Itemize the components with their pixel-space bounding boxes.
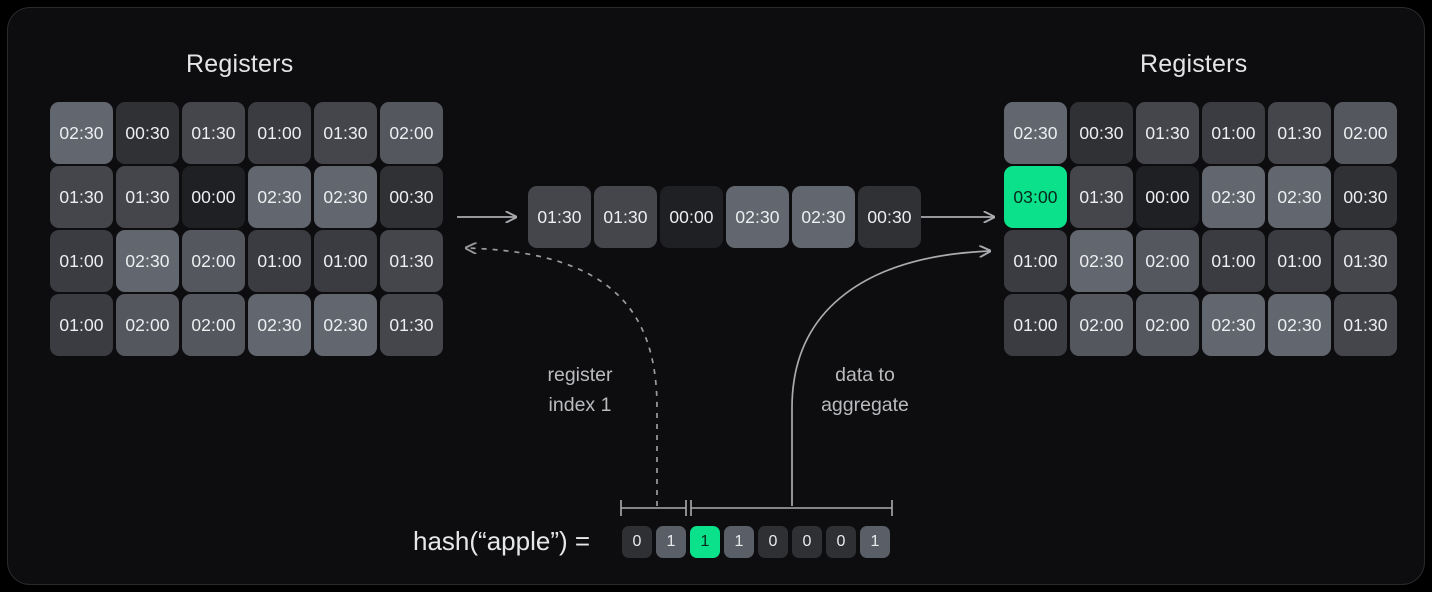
right-register-cell-0-0: 02:30	[1004, 102, 1067, 164]
left-register-cell-2-5: 01:30	[380, 230, 443, 292]
right-register-cell-2-2: 02:00	[1136, 230, 1199, 292]
left-register-cell-0-2: 01:30	[182, 102, 245, 164]
left-register-cell-0-5: 02:00	[380, 102, 443, 164]
middle-strip-cell-1: 01:30	[594, 186, 657, 248]
right-register-cell-3-4: 02:30	[1268, 294, 1331, 356]
middle-strip-cell-4: 02:30	[792, 186, 855, 248]
middle-strip-cell-3: 02:30	[726, 186, 789, 248]
left-register-cell-1-1: 01:30	[116, 166, 179, 228]
left-register-cell-1-4: 02:30	[314, 166, 377, 228]
right-register-cell-1-0: 03:00	[1004, 166, 1067, 228]
left-register-cell-2-0: 01:00	[50, 230, 113, 292]
middle-strip-cell-2: 00:00	[660, 186, 723, 248]
left-register-cell-3-5: 01:30	[380, 294, 443, 356]
left-register-cell-2-2: 02:00	[182, 230, 245, 292]
left-register-cell-3-1: 02:00	[116, 294, 179, 356]
left-register-cell-0-0: 02:30	[50, 102, 113, 164]
right-register-cell-0-2: 01:30	[1136, 102, 1199, 164]
register-index-annotation: register index 1	[547, 364, 613, 416]
hash-bit-5: 0	[792, 526, 822, 558]
hash-bit-1: 1	[656, 526, 686, 558]
right-register-cell-1-1: 01:30	[1070, 166, 1133, 228]
right-register-cell-2-4: 01:00	[1268, 230, 1331, 292]
right-register-cell-0-1: 00:30	[1070, 102, 1133, 164]
data-to-aggregate-annotation: data to aggregate	[821, 364, 909, 416]
middle-strip-cell-5: 00:30	[858, 186, 921, 248]
right-registers-title: Registers	[1140, 50, 1248, 78]
right-register-cell-3-5: 01:30	[1334, 294, 1397, 356]
left-register-cell-2-3: 01:00	[248, 230, 311, 292]
right-register-cell-3-3: 02:30	[1202, 294, 1265, 356]
right-register-cell-0-5: 02:00	[1334, 102, 1397, 164]
right-register-cell-0-4: 01:30	[1268, 102, 1331, 164]
right-register-cell-1-5: 00:30	[1334, 166, 1397, 228]
hash-bit-2: 1	[690, 526, 720, 558]
left-register-cell-0-3: 01:00	[248, 102, 311, 164]
right-register-cell-1-3: 02:30	[1202, 166, 1265, 228]
left-register-cell-3-4: 02:30	[314, 294, 377, 356]
right-register-cell-2-3: 01:00	[1202, 230, 1265, 292]
left-register-cell-3-3: 02:30	[248, 294, 311, 356]
right-register-cell-3-1: 02:00	[1070, 294, 1133, 356]
left-register-cell-2-4: 01:00	[314, 230, 377, 292]
left-register-cell-3-0: 01:00	[50, 294, 113, 356]
right-register-cell-2-0: 01:00	[1004, 230, 1067, 292]
right-register-cell-0-3: 01:00	[1202, 102, 1265, 164]
bit-span-brackets	[620, 500, 893, 516]
left-register-cell-1-5: 00:30	[380, 166, 443, 228]
left-register-cell-1-3: 02:30	[248, 166, 311, 228]
right-register-cell-3-2: 02:00	[1136, 294, 1199, 356]
hash-bit-6: 0	[826, 526, 856, 558]
hash-bit-3: 1	[724, 526, 754, 558]
left-register-cell-0-1: 00:30	[116, 102, 179, 164]
right-register-cell-3-0: 01:00	[1004, 294, 1067, 356]
hash-bit-0: 0	[622, 526, 652, 558]
middle-strip-cell-0: 01:30	[528, 186, 591, 248]
left-register-cell-1-2: 00:00	[182, 166, 245, 228]
hash-expression-label: hash(“apple”) =	[413, 526, 591, 556]
left-registers-title: Registers	[186, 50, 294, 78]
hash-bit-4: 0	[758, 526, 788, 558]
right-register-cell-2-5: 01:30	[1334, 230, 1397, 292]
right-register-cell-1-2: 00:00	[1136, 166, 1199, 228]
left-register-cell-3-2: 02:00	[182, 294, 245, 356]
left-register-cell-2-1: 02:30	[116, 230, 179, 292]
right-register-cell-2-1: 02:30	[1070, 230, 1133, 292]
right-register-cell-1-4: 02:30	[1268, 166, 1331, 228]
left-register-cell-1-0: 01:30	[50, 166, 113, 228]
hash-bit-7: 1	[860, 526, 890, 558]
left-register-cell-0-4: 01:30	[314, 102, 377, 164]
